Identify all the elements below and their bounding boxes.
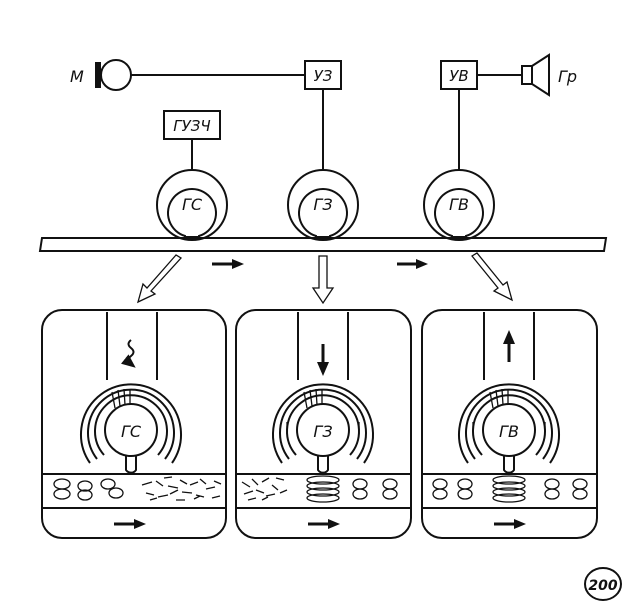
microphone-icon <box>95 59 132 91</box>
erase-head-label: ГС <box>182 195 203 214</box>
zoom-arrow-playback <box>471 252 514 302</box>
page-number: 200 <box>588 578 617 594</box>
record-head: ГЗ <box>287 169 359 241</box>
speaker-icon <box>521 53 550 97</box>
panel-record-head-label: ГЗ <box>313 422 332 441</box>
detail-panel-playback: ГВ <box>421 309 598 539</box>
panel-tape-arrow <box>308 519 340 529</box>
playback-amplifier-box: УВ <box>440 60 478 90</box>
magnetic-tape <box>38 237 608 252</box>
panel-playback-head-label: ГВ <box>499 422 519 441</box>
erase-head: ГС <box>156 169 228 241</box>
zoom-arrow-record <box>311 255 335 305</box>
panel-tape-arrow <box>494 519 526 529</box>
microphone-label: М <box>70 67 84 86</box>
playback-amplifier-label: УВ <box>449 67 468 85</box>
detail-panel-erase: ГС <box>41 309 227 539</box>
playback-head: ГВ <box>423 169 495 241</box>
speaker-label: Гр <box>558 67 577 86</box>
record-amplifier-label: УЗ <box>314 67 333 85</box>
record-amplifier-box: УЗ <box>304 60 342 90</box>
zoom-arrow-erase <box>136 254 183 304</box>
signal-wavy-arrow <box>121 339 136 368</box>
tape-direction-arrow <box>397 259 428 269</box>
record-head-label: ГЗ <box>313 195 332 214</box>
bias-generator-box: ГУЗЧ <box>163 110 221 140</box>
playback-head-label: ГВ <box>449 195 469 214</box>
tape-direction-arrow <box>212 259 244 269</box>
detail-panel-record: ГЗ <box>235 309 412 539</box>
bias-generator-label: ГУЗЧ <box>173 117 210 135</box>
page-number-badge: 200 <box>584 567 622 601</box>
panel-tape-arrow <box>114 519 146 529</box>
panel-erase-head-label: ГС <box>121 422 142 441</box>
